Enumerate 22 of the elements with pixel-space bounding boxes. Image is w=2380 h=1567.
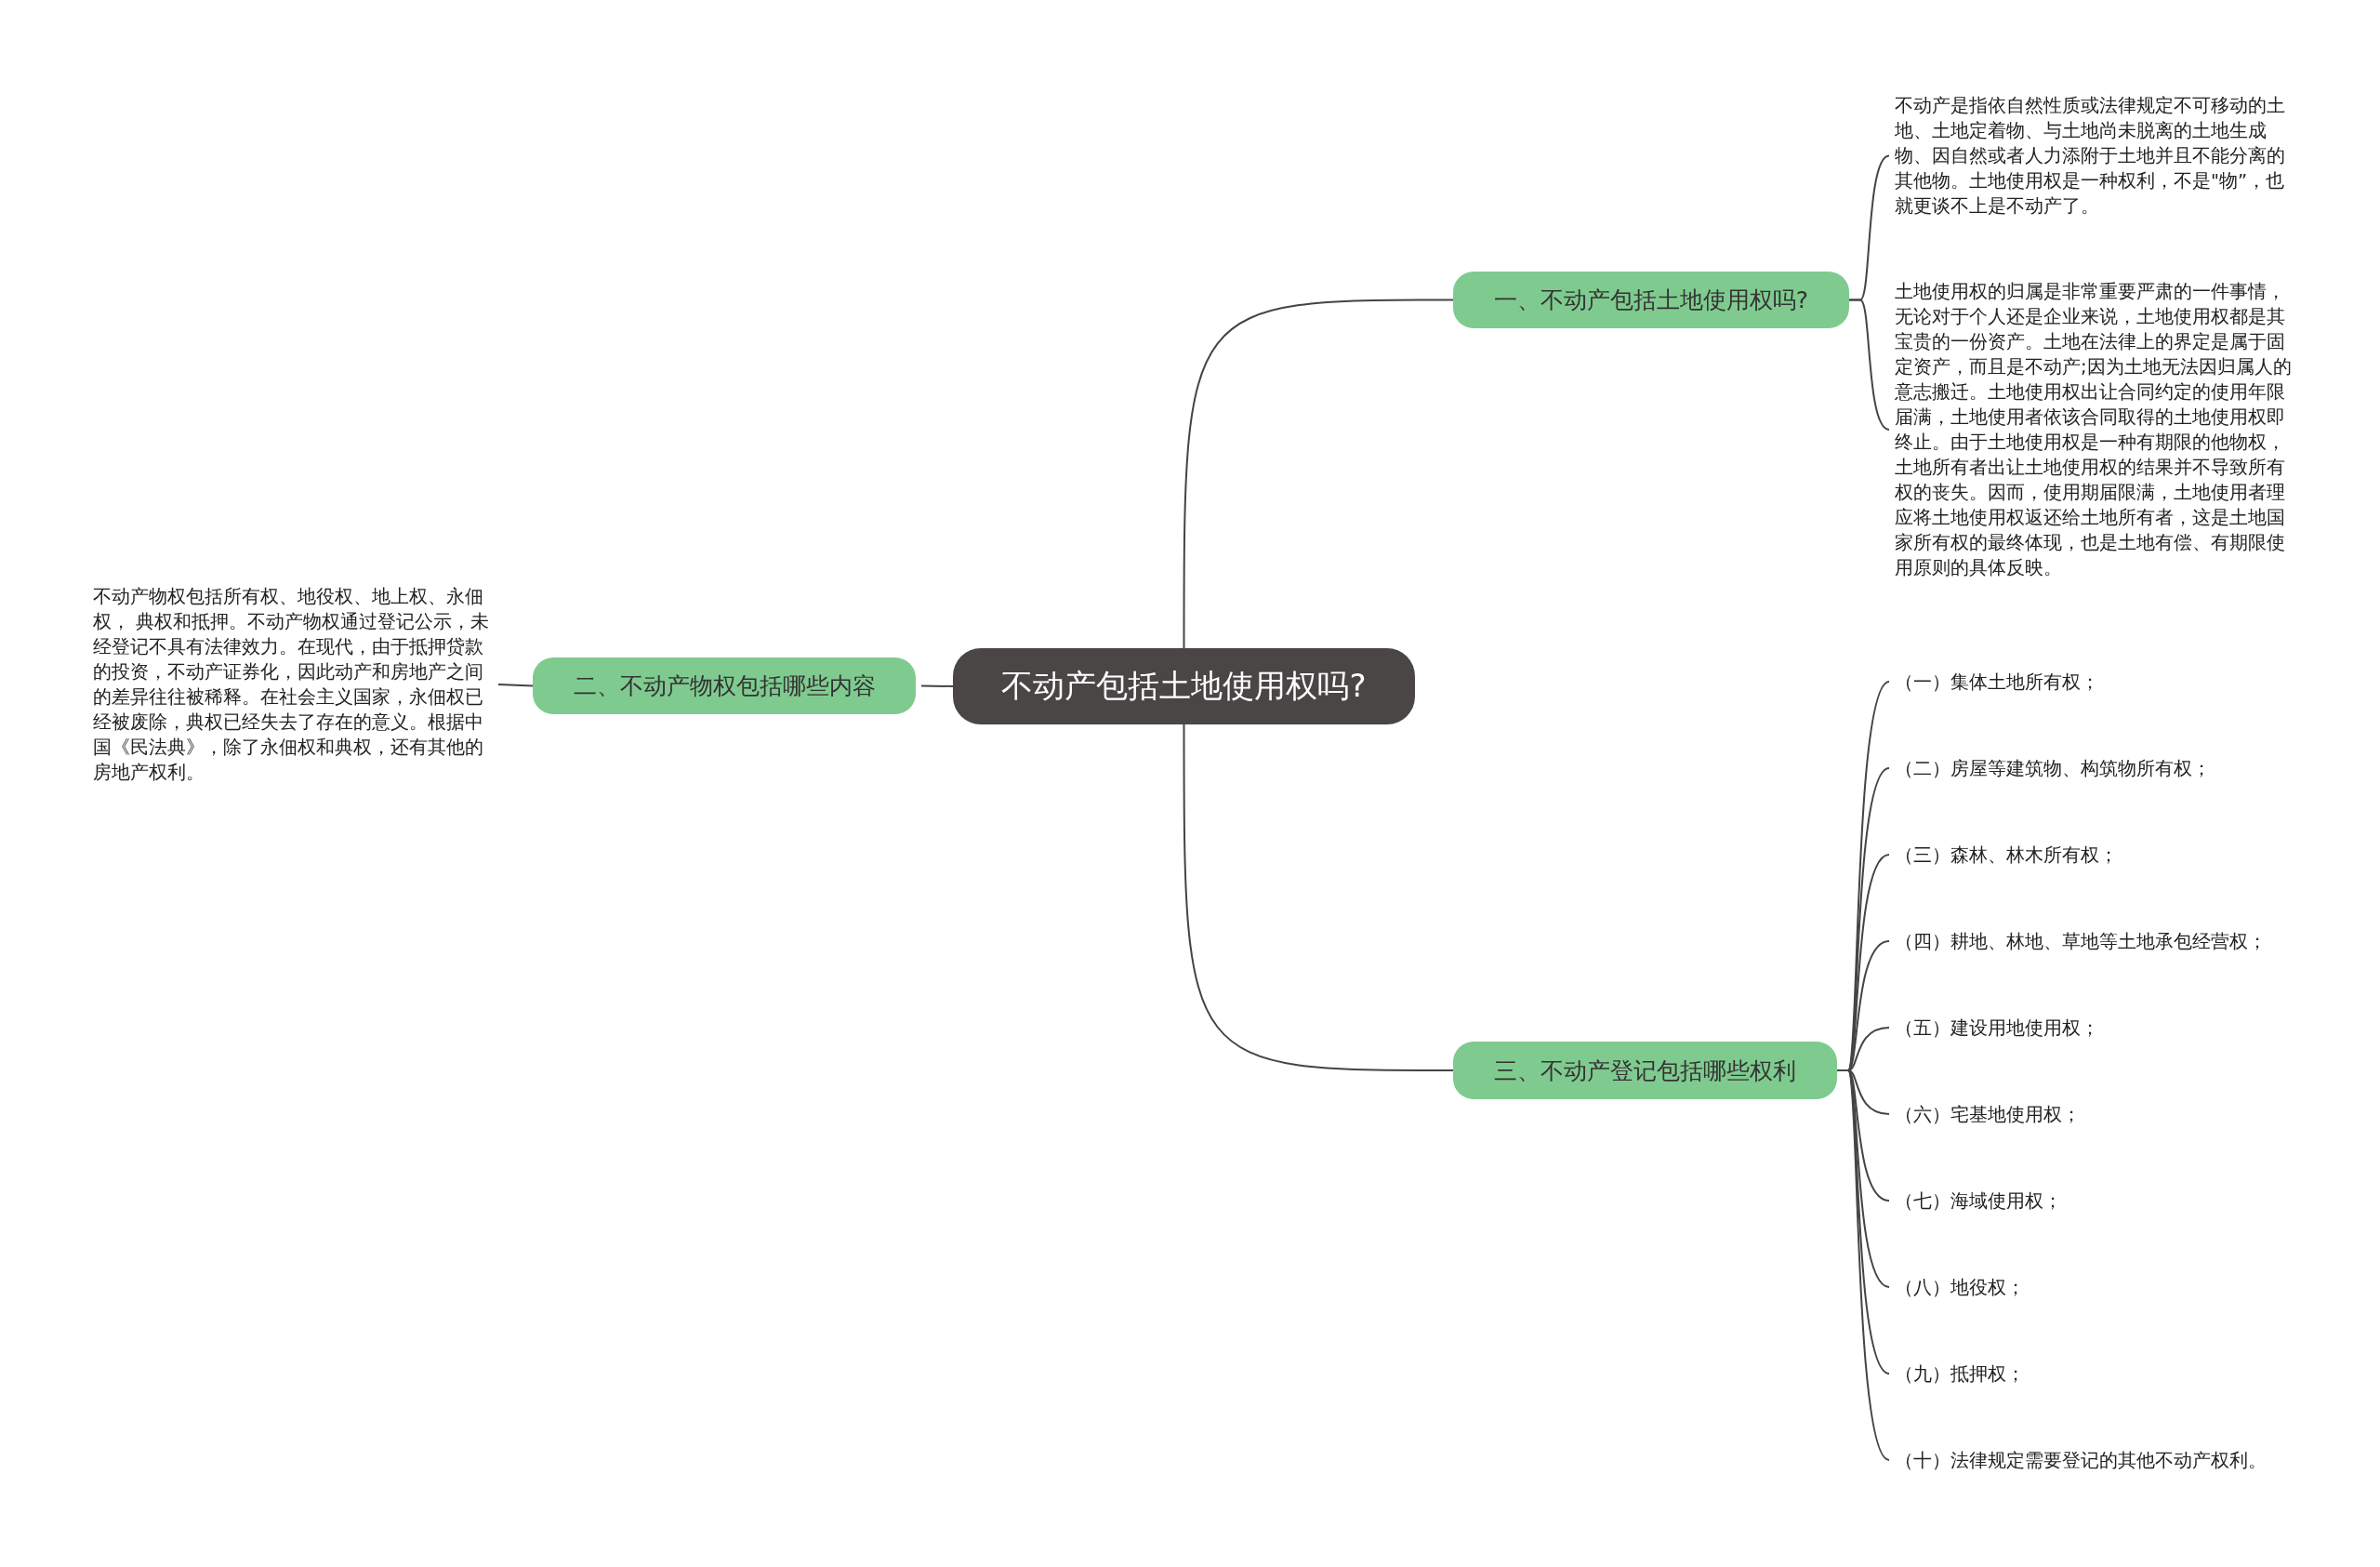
text-paragraph: 土地使用权的归属是非常重要严肃的一件事情，无论对于个人还是企业来说，土地使用权都是其宝贵的一份资产。土地在法律上的界定是属于固定资产，而且是不动产;因为土地无法因归属人的意志搬迁。土地使用权出让合同约定的使用年限届满，土地使用者依该合同取得的土地使用权即终止。由于土地使用权是一种有期限的他物权，土地所有者出让土地使用权的结果并不导致所有权的丧失。因而，使用期届限满，土地使用者理应将土地使用权返还给土地所有者，这是土地国家所有权的最终体现，也是土地有偿、有期限使用原则的具体反映。	[1895, 279, 2296, 580]
list-item: （十）法律规定需要登记的其他不动产权利。	[1895, 1446, 2304, 1474]
connector-line	[1183, 299, 1454, 649]
connector-line	[920, 684, 954, 687]
list-item: （八）地役权；	[1895, 1273, 2304, 1301]
list-item: （九）抵押权；	[1895, 1360, 2304, 1388]
branch-topic: 一、不动产包括土地使用权吗?	[1453, 272, 1849, 328]
list-item: （一）集体土地所有权；	[1895, 668, 2304, 696]
list-item: （五）建设用地使用权；	[1895, 1014, 2304, 1042]
central-topic: 不动产包括土地使用权吗?	[953, 648, 1415, 724]
list-item: （二）房屋等建筑物、构筑物所有权；	[1895, 754, 2304, 782]
branch-topic: 三、不动产登记包括哪些权利	[1453, 1042, 1837, 1099]
branch-topic: 二、不动产物权包括哪些内容	[533, 657, 916, 714]
connector-line	[497, 684, 534, 687]
list-item: （三）森林、林木所有权；	[1895, 841, 2304, 869]
list-item: （四）耕地、林地、草地等土地承包经营权；	[1895, 927, 2304, 955]
text-paragraph: 不动产是指依自然性质或法律规定不可移动的土地、土地定着物、与土地尚未脱离的土地生成物、因自然或者人力添附于土地并且不能分离的其他物。土地使用权是一种权利，不是"物”，也就更谈不上是不动产了。	[1895, 93, 2296, 219]
connector-line	[1848, 299, 1890, 431]
text-paragraph: 不动产物权包括所有权、地役权、地上权、永佃权， 典权和抵押。不动产物权通过登记公示，未经登记不具有法律效力。在现代，由于抵押贷款的投资，不动产证券化，因此动产和房地产之间的差异往往被稀释。在社会主义国家，永佃权已经被废除，典权已经失去了存在的意义。根据中国《民法典》，除了永佃权和典权，还有其他的房地产权利。	[93, 584, 493, 785]
list-item: （六）宅基地使用权；	[1895, 1100, 2304, 1128]
list-item: （七）海域使用权；	[1895, 1187, 2304, 1215]
connector-line	[1183, 724, 1454, 1071]
